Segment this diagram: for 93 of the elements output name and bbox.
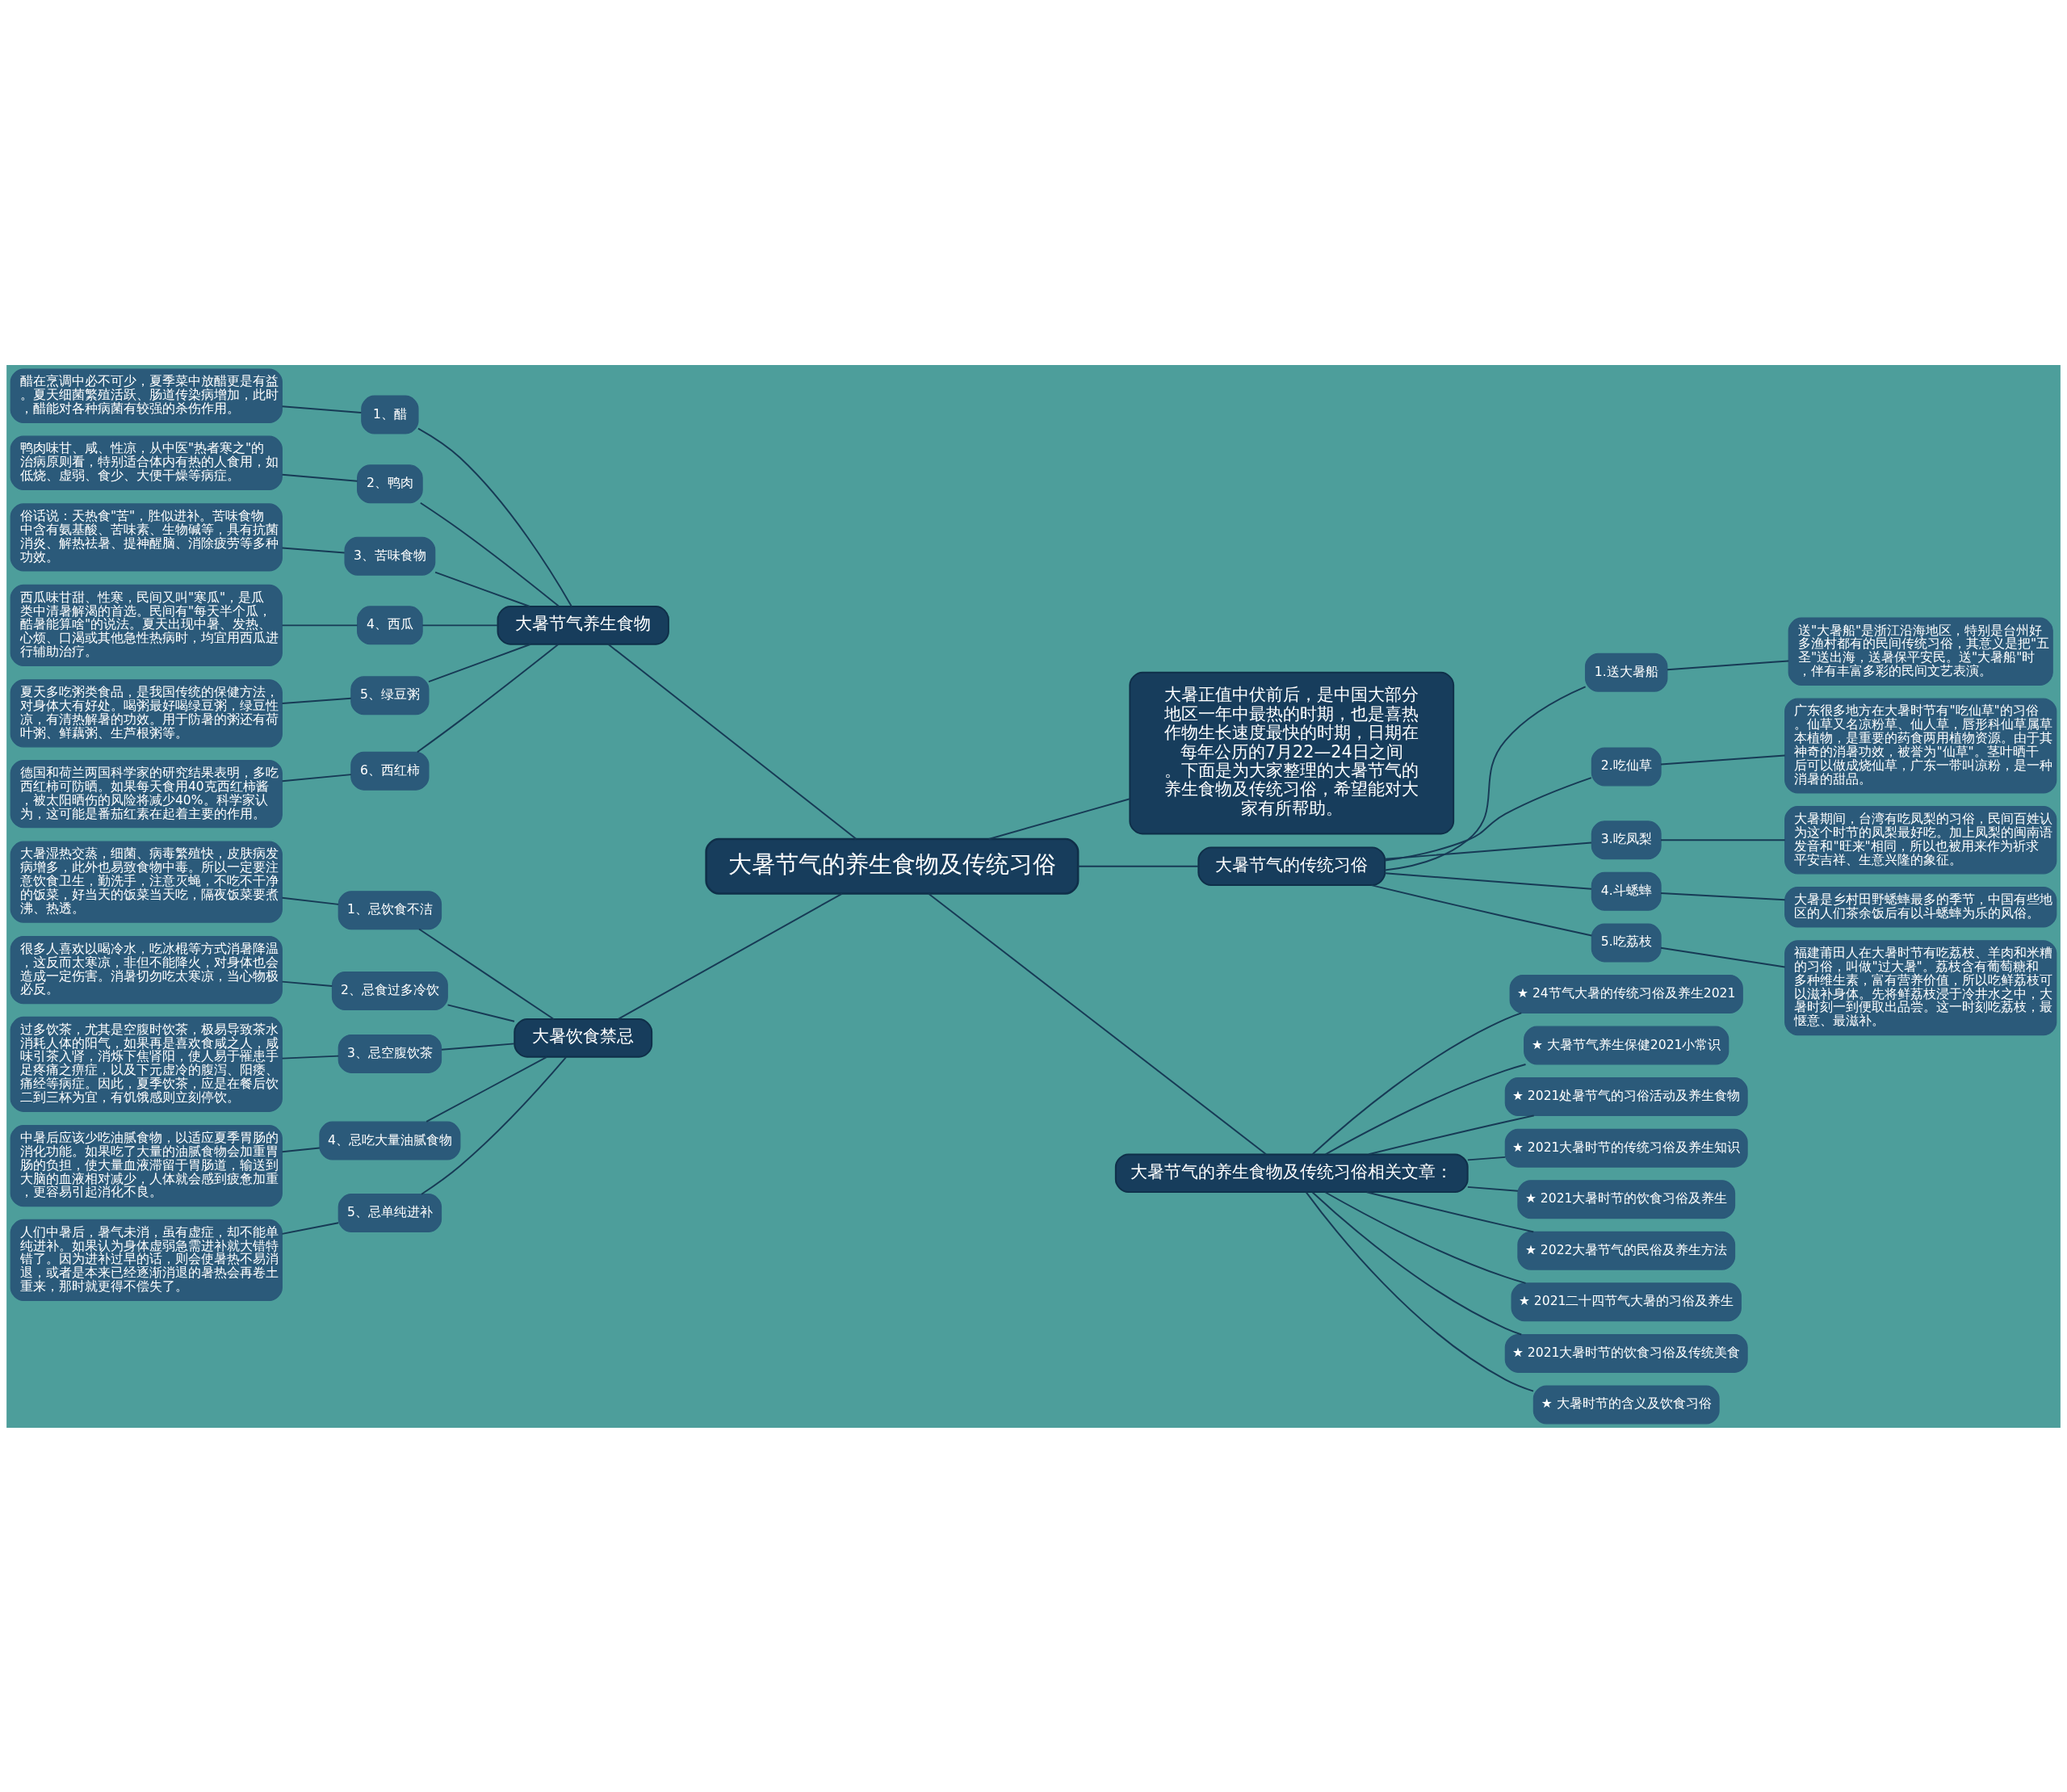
node-box: 4、西瓜 (357, 605, 423, 644)
node-box: 很多人喜欢以喝冷水，吃冰棍等方式消暑降温，这反而太寒凉，非但不能降火，对身体也会造成一定伤害。消暑切勿吃太寒凉，当心物极必反。 (10, 935, 283, 1004)
node-box: 4、忌吃大量油腻食物 (319, 1121, 461, 1160)
connector (421, 623, 499, 626)
node-box: ★ 24节气大暑的传统习俗及养生2021 (1509, 974, 1743, 1014)
node-box: 大暑节气养生食物 (497, 605, 669, 645)
connector (1667, 659, 1790, 670)
connector (617, 892, 843, 1020)
connector (281, 1147, 321, 1152)
node-box: 5、忌单纯进补 (338, 1193, 442, 1232)
node-box: 送"大暑船"是浙江沿海地区，特别是台州好多渔村都有的民间传统习俗，其意义是把"五圣"送出海，送暑保平安民。送"大暑船"时，伴有丰富多彩的民间文艺表演。 (1788, 617, 2053, 686)
node-box: 鸭肉味甘、咸、性凉，从中医"热者寒之"的治病原则看，特别适合体内有热的人食用，如低烧、虚弱、食少、大便干燥等病症。 (10, 435, 283, 490)
connector (1660, 946, 1786, 967)
connector (607, 643, 857, 840)
node-box: 人们中暑后，暑气未消，虽有虚症，却不能单纯进补。如果认为身体虚弱急需进补就大错特错了。因为进补过早的话，则会使暑热不易消退，或者是本来已经逐渐消退的暑热会再卷土重来，那时就更得不偿失了。 (10, 1219, 283, 1301)
connector (441, 1042, 515, 1051)
node-box: ★ 2022大暑节气的民俗及养生方法 (1517, 1231, 1736, 1270)
connector (1384, 871, 1592, 890)
node-box: ★ 大暑时节的含义及饮食习俗 (1532, 1384, 1720, 1424)
connector (1660, 754, 1786, 765)
connector (1311, 1190, 1523, 1335)
node-box: 大暑节气的养生食物及传统习俗相关文章： (1114, 1152, 1469, 1193)
connector (1077, 865, 1200, 867)
node-box: 大暑正值中伏前后，是中国大部分地区一年中最热的时期，也是喜热作物生长速度最快的时期，日期在每年公历的7月22—24日之间。下面是为大家整理的大暑节气的养生食物及传统习俗，希望能对大家有所帮助。 (1129, 671, 1455, 834)
node-box: ★ 2021大暑时节的饮食习俗及养生 (1517, 1179, 1736, 1219)
node-box: 醋在烹调中必不可少，夏季菜中放醋更是有益。夏天细菌繁殖活跃、肠道传染病增加，此时，醋能对各种病菌有较强的杀伤作用。 (10, 368, 283, 423)
connector (1365, 1190, 1535, 1232)
connector (447, 1003, 515, 1022)
connector (421, 1055, 568, 1195)
connector (419, 502, 560, 607)
connector (434, 571, 531, 607)
node-box: 2.吃仙草 (1591, 746, 1662, 786)
connector (1324, 1190, 1527, 1284)
node-box: ★ 2021处暑节气的习俗活动及养生食物 (1504, 1076, 1748, 1116)
connector (927, 892, 1267, 1155)
connector (416, 643, 560, 753)
connector (426, 1055, 548, 1123)
connector (427, 643, 532, 682)
node-box: 大暑饮食禁忌 (514, 1018, 653, 1058)
connector (281, 773, 352, 782)
connector (281, 623, 358, 626)
connector (987, 797, 1131, 840)
node-box: 大暑湿热交蒸，细菌、病毒繁殖快，皮肤病发病增多，此外也易致食物中毒。所以一定要注意饮食卫生，勤洗手，注意灭蝇，不吃不干净的饭菜，好当天的饭菜当天吃，隔夜饭菜要煮沸、热透。 (10, 841, 283, 923)
connector (281, 473, 358, 482)
connector (281, 405, 363, 413)
node-box: 夏天多吃粥类食品，是我国传统的保健方法，对身体大有好处。喝粥最好喝绿豆粥，绿豆性凉，有清热解暑的功效。用于防暑的粥还有荷叶粥、鲜藕粥、生芦根粥等。 (10, 678, 283, 747)
node-box: 2、忌食过多冷饮 (331, 971, 448, 1010)
connector (1370, 883, 1593, 936)
node-box: 大暑节气的养生食物及传统习俗 (705, 837, 1080, 895)
node-box: 5、绿豆粥 (350, 675, 430, 715)
node-box: ★ 2021二十四节气大暑的习俗及养生 (1511, 1282, 1742, 1321)
connector (1368, 1114, 1535, 1155)
node-box: 1、忌饮食不洁 (338, 890, 442, 930)
connector (1311, 1011, 1523, 1155)
node-box: 德国和荷兰两国科学家的研究结果表明，多吃西红柿可防晒。如果每天食用40克西红柿酱，被太阳晒伤的风险将减少40%。科学家认为，这可能是番茄红素在起着主要的作用。 (10, 759, 283, 828)
node-box: 4.斗蟋蟀 (1591, 871, 1662, 911)
node-box: 1、醋 (361, 395, 419, 434)
node-box: 3、苦味食物 (344, 536, 436, 576)
connector (417, 427, 572, 607)
connector (281, 1221, 340, 1235)
connector (281, 980, 333, 987)
connector (1384, 776, 1592, 861)
node-box: 2、鸭肉 (357, 464, 423, 503)
connector (1466, 1186, 1519, 1192)
node-box: 3.吃凤梨 (1591, 820, 1662, 859)
connector (1384, 685, 1587, 871)
node-box: 大暑期间，台湾有吃凤梨的习俗，民间百姓认为这个时节的凤梨最好吃。加上凤梨的闽南语发音和"旺来"相同，所以也被用来作为祈求平安吉祥、生意兴隆的象征。 (1784, 805, 2057, 874)
node-box: 6、西红柿 (350, 751, 430, 791)
node-box: ★ 大暑节气养生保健2021小常识 (1524, 1026, 1729, 1064)
connector (1305, 1190, 1535, 1392)
connector (281, 1055, 340, 1060)
node-box: 3、忌空腹饮茶 (338, 1034, 442, 1073)
connector (281, 546, 346, 553)
connector (1466, 1156, 1507, 1160)
node-box: 1.送大暑船 (1584, 653, 1668, 692)
node-box: 大暑是乡村田野蟋蟀最多的季节，中国有些地区的人们茶余饭后有以斗蟋蟀为乐的风俗。 (1784, 886, 2057, 928)
connector (1660, 838, 1786, 841)
node-box: 广东很多地方在大暑时节有"吃仙草"的习俗。仙草又名凉粉草、仙人草，唇形科仙草属草本植物，是重要的药食两用植物资源。由于其神奇的消暑功效，被誉为"仙草"。茎叶晒干后可以做成烧仙草，广东一带叫凉粉，是一种消暑的甜品。 (1784, 698, 2057, 794)
node-box: 中暑后应该少吃油腻食物，以适应夏季胃肠的消化功能。如果吃了大量的油腻食物会加重胃肠的负担，使大量血液滞留于胃肠道，输送到大脑的血液相对减少，人体就会感到疲惫加重，更容易引起消化不良。 (10, 1124, 283, 1207)
node-box: 西瓜味甘甜、性寒，民间又叫"寒瓜"，是瓜类中清暑解渴的首选。民间有"每天半个瓜，酷暑能算啥"的说法。夏天出现中暑、发热、心烦、口渴或其他急性热病时，均宜用西瓜进行辅助治疗。 (10, 584, 283, 666)
node-box: ★ 2021大暑时节的饮食习俗及传统美食 (1504, 1333, 1748, 1373)
node-box: 5.吃荔枝 (1591, 922, 1662, 962)
node-box: 大暑节气的传统习俗 (1197, 846, 1386, 886)
node-box: 过多饮茶，尤其是空腹时饮茶，极易导致茶水消耗人体的阳气，如果再是喜欢食咸之人，咸味引茶入肾，消烁下焦肾阳，使人易于罹患手足疼痛之痹症，以及下元虚冷的腹泻、阳痿、痛经等病症。因此，夏季饮茶，应是在餐后饮二到三杯为宜，有饥饿感则立刻停饮。 (10, 1016, 283, 1112)
connector (281, 697, 352, 704)
connector (281, 896, 340, 905)
node-box: 俗话说：天热食"苦"，胜似进补。苦味食物中含有氨基酸、苦味素、生物碱等，具有抗菌消炎、解热祛暑、提神醒脑、消除疲劳等多种功效。 (10, 502, 283, 572)
connector (1384, 841, 1592, 860)
connector (1660, 892, 1786, 900)
node-box: 福建莆田人在大暑时节有吃荔枝、羊肉和米糟的习俗，叫做"过大暑"。荔枝含有葡萄糖和多种维生素，富有营养价值，所以吃鲜荔枝可以滋补身体。先将鲜荔枝浸于冷井水之中，大暑时刻一到便取出品尝。这一时刻吃荔枝，最惬意、最滋补。 (1784, 939, 2057, 1035)
connector (1324, 1063, 1527, 1155)
node-box: ★ 2021大暑时节的传统习俗及养生知识 (1504, 1128, 1748, 1168)
connector (418, 928, 555, 1020)
